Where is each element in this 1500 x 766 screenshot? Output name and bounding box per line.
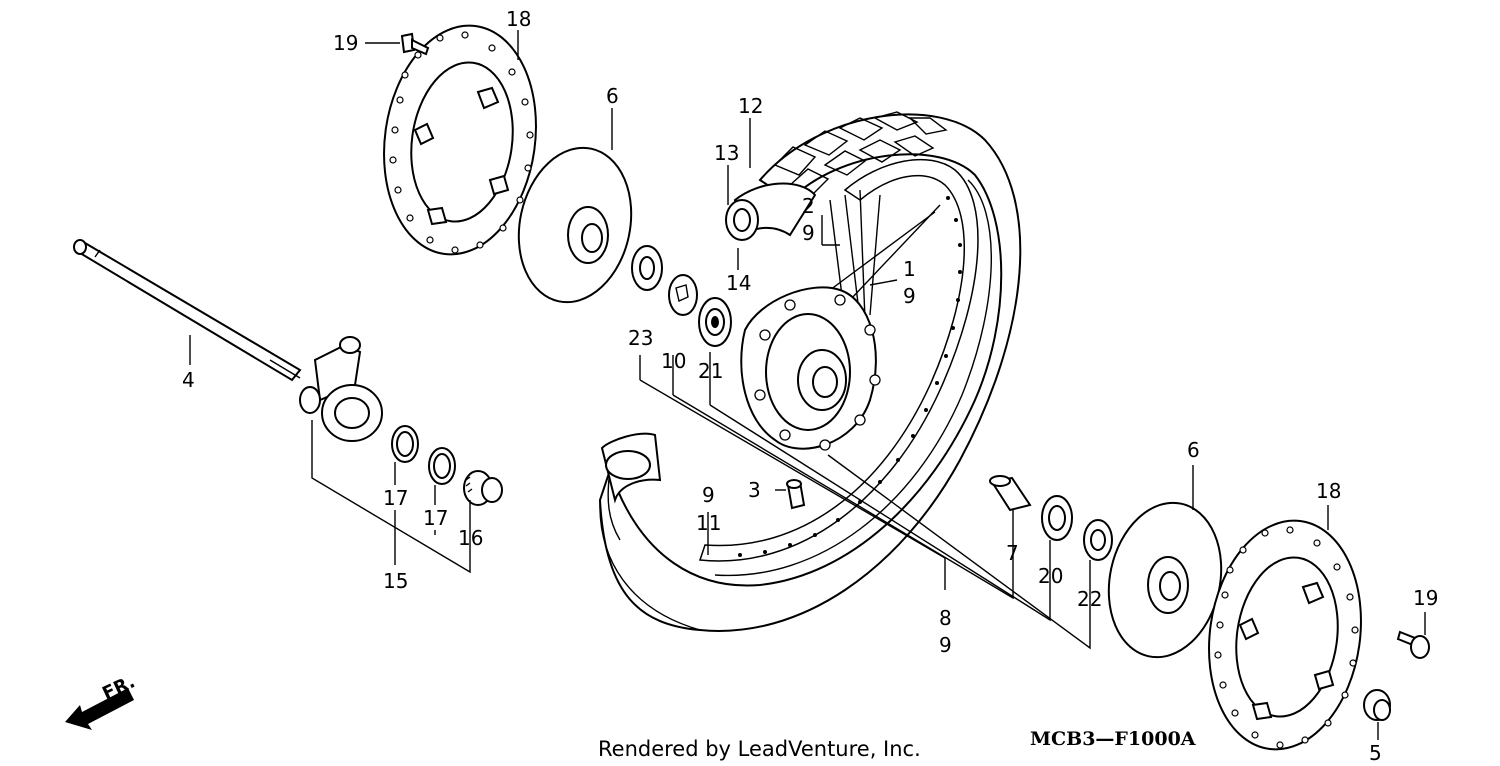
brake-disc-right[interactable]	[1195, 511, 1376, 760]
rendered-by-credit: Rendered by LeadVenture, Inc.	[598, 737, 921, 761]
tire-valve[interactable]	[786, 479, 806, 510]
front-axle[interactable]	[73, 239, 302, 382]
callouts: 18 19 6 12 13 2 9 1 9 14 23 10 21 4 17 1…	[182, 7, 1438, 765]
callout-6-top: 6	[606, 84, 619, 108]
callout-19-right: 19	[1413, 586, 1438, 610]
disc-bolt-left[interactable]	[400, 32, 430, 56]
callout-17-b: 17	[423, 506, 448, 530]
wheel-hub[interactable]	[740, 286, 881, 451]
callout-4: 4	[182, 368, 195, 392]
callout-21: 21	[698, 359, 723, 383]
callout-23: 23	[628, 326, 653, 350]
callout-18-top: 18	[506, 7, 531, 31]
bearing-20[interactable]	[1041, 495, 1073, 541]
callout-9-a: 9	[802, 221, 815, 245]
callout-20: 20	[1038, 564, 1063, 588]
speedometer-gear[interactable]	[463, 470, 503, 506]
arrow-icon	[65, 688, 134, 730]
diagram-code: MCB3—F1000A	[1030, 728, 1196, 750]
callout-9-b: 9	[903, 284, 916, 308]
callout-9-c: 9	[702, 483, 715, 507]
callout-2: 2	[802, 194, 815, 218]
callout-1: 1	[903, 257, 916, 281]
callout-5: 5	[1369, 741, 1382, 765]
callout-14: 14	[726, 271, 751, 295]
hub-cover-left[interactable]	[505, 137, 645, 312]
callout-3: 3	[748, 478, 761, 502]
thrust-washer-b[interactable]	[428, 447, 456, 485]
bearing-21[interactable]	[698, 297, 732, 347]
hub-cover-right[interactable]	[1095, 492, 1235, 667]
callout-17-a: 17	[383, 486, 408, 510]
dust-seal-22[interactable]	[1083, 519, 1113, 561]
rim-band[interactable]	[600, 432, 662, 504]
callout-15: 15	[383, 569, 408, 593]
callout-11: 11	[696, 511, 721, 535]
callout-6-right: 6	[1187, 438, 1200, 462]
callout-13: 13	[714, 141, 739, 165]
disc-bolt-right[interactable]	[1396, 630, 1430, 659]
callout-8: 8	[939, 606, 952, 630]
callout-10: 10	[661, 349, 686, 373]
callout-18-right: 18	[1316, 479, 1341, 503]
front-direction-arrow: FR.	[65, 671, 138, 730]
callout-7: 7	[1006, 541, 1019, 565]
rim[interactable]	[698, 158, 992, 577]
distance-collar[interactable]	[989, 475, 1032, 512]
thrust-washer-a[interactable]	[391, 425, 419, 463]
callout-22: 22	[1077, 587, 1102, 611]
callout-19-top: 19	[333, 31, 358, 55]
callout-9-d: 9	[939, 633, 952, 657]
side-collar-5[interactable]	[1363, 689, 1391, 721]
retainer-10[interactable]	[668, 274, 698, 316]
callout-16: 16	[458, 526, 483, 550]
dust-seal-23[interactable]	[631, 245, 663, 291]
tire[interactable]	[598, 111, 1022, 632]
callout-12: 12	[738, 94, 763, 118]
brake-disc-left[interactable]	[370, 16, 551, 265]
spokes[interactable]	[829, 189, 941, 321]
inner-tube[interactable]	[725, 182, 817, 241]
speedometer-gearbox[interactable]	[299, 336, 383, 442]
leader-lines	[189, 30, 1426, 740]
